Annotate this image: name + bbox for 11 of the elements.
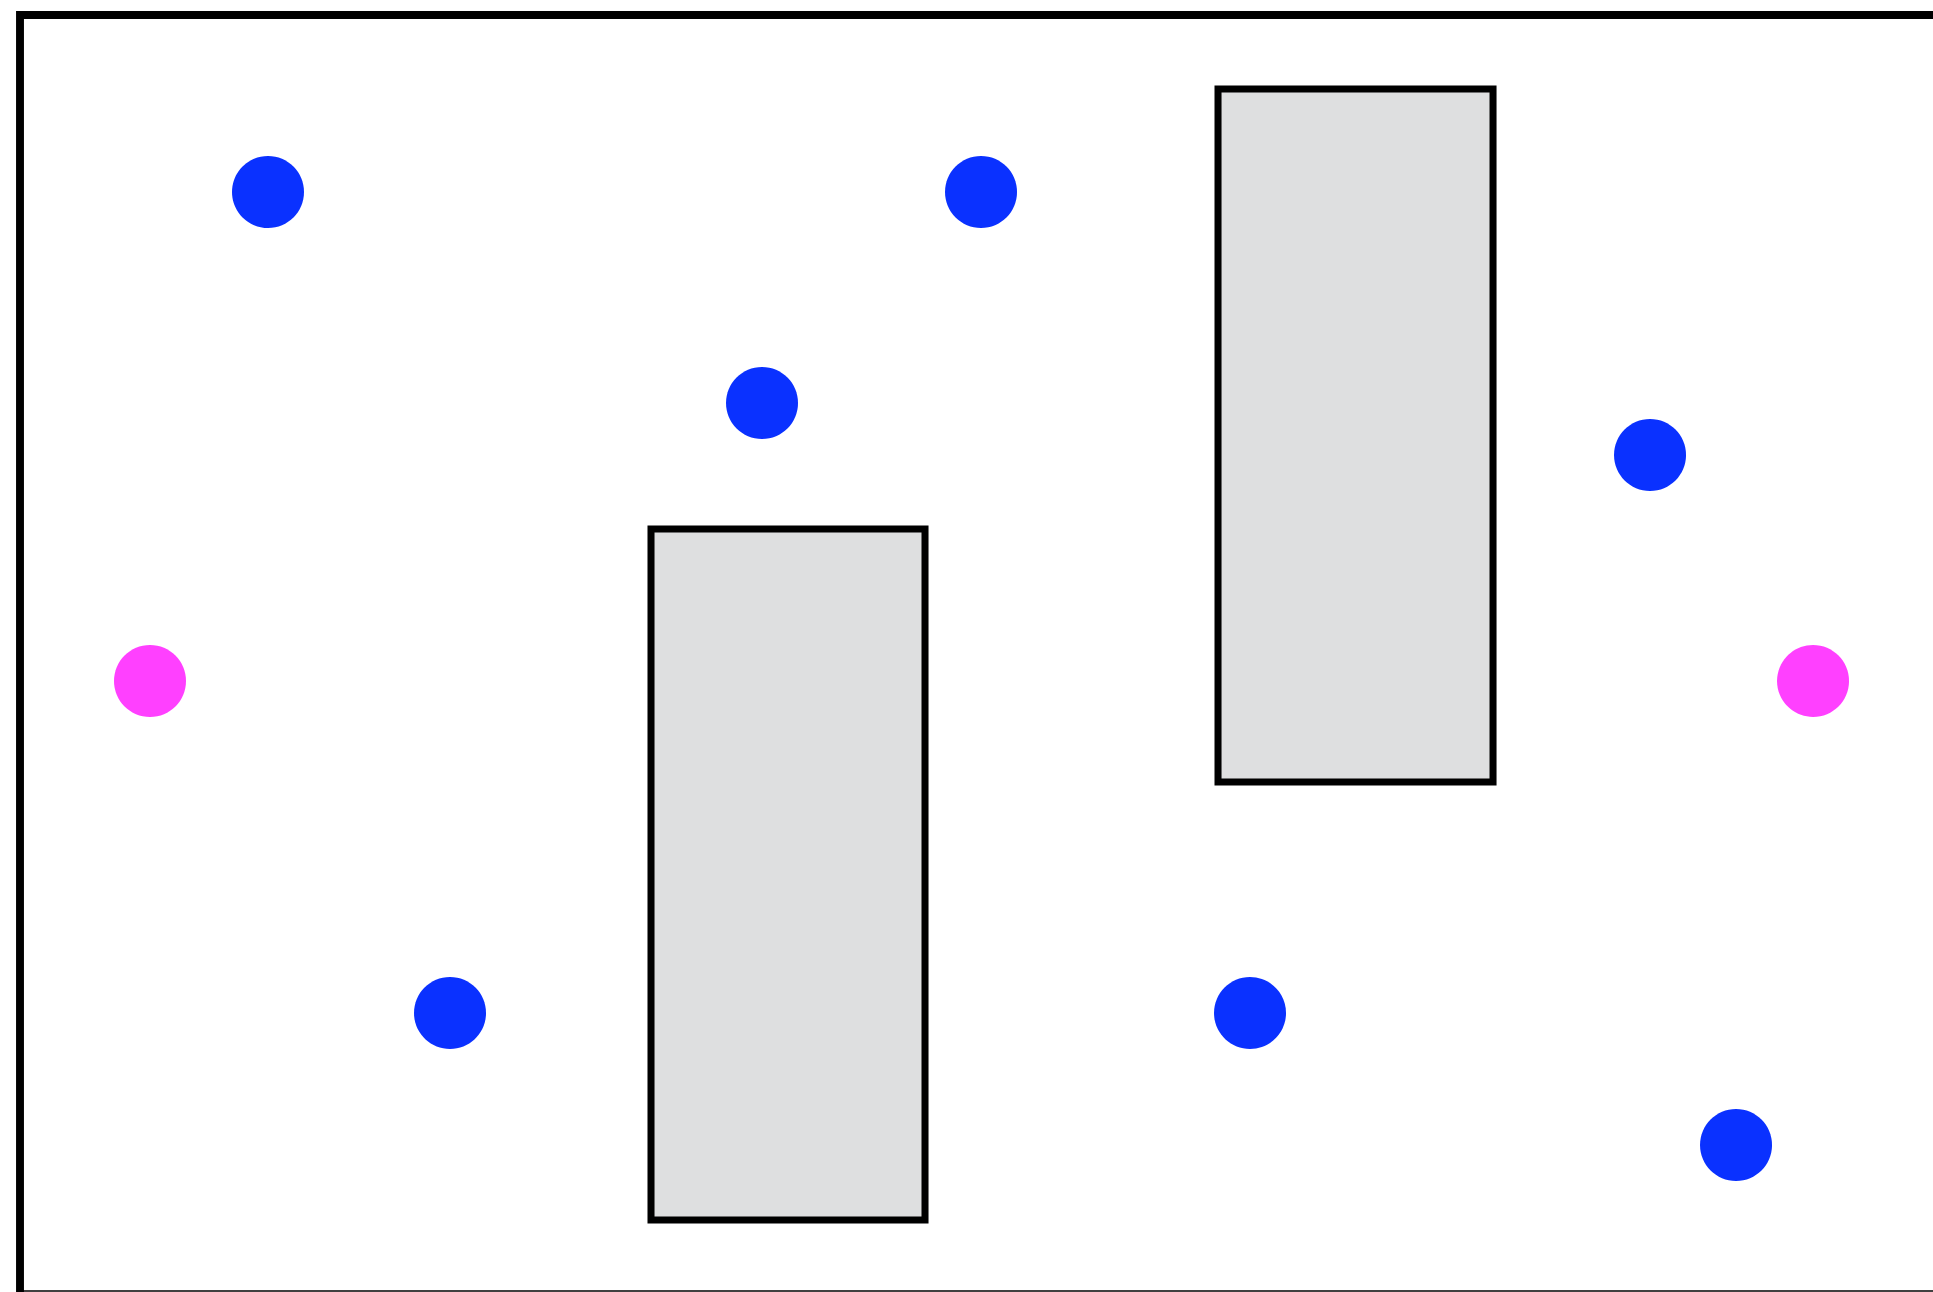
dot: [1700, 1109, 1773, 1181]
dot: [114, 645, 186, 717]
dot: [726, 367, 798, 439]
dot: [1214, 977, 1286, 1049]
rectangle-block: [1214, 85, 1497, 786]
dot: [232, 156, 304, 228]
dot: [1777, 645, 1850, 717]
dot: [1614, 419, 1687, 491]
dot: [945, 156, 1017, 228]
rectangle-block: [647, 525, 929, 1224]
dot: [414, 977, 486, 1049]
